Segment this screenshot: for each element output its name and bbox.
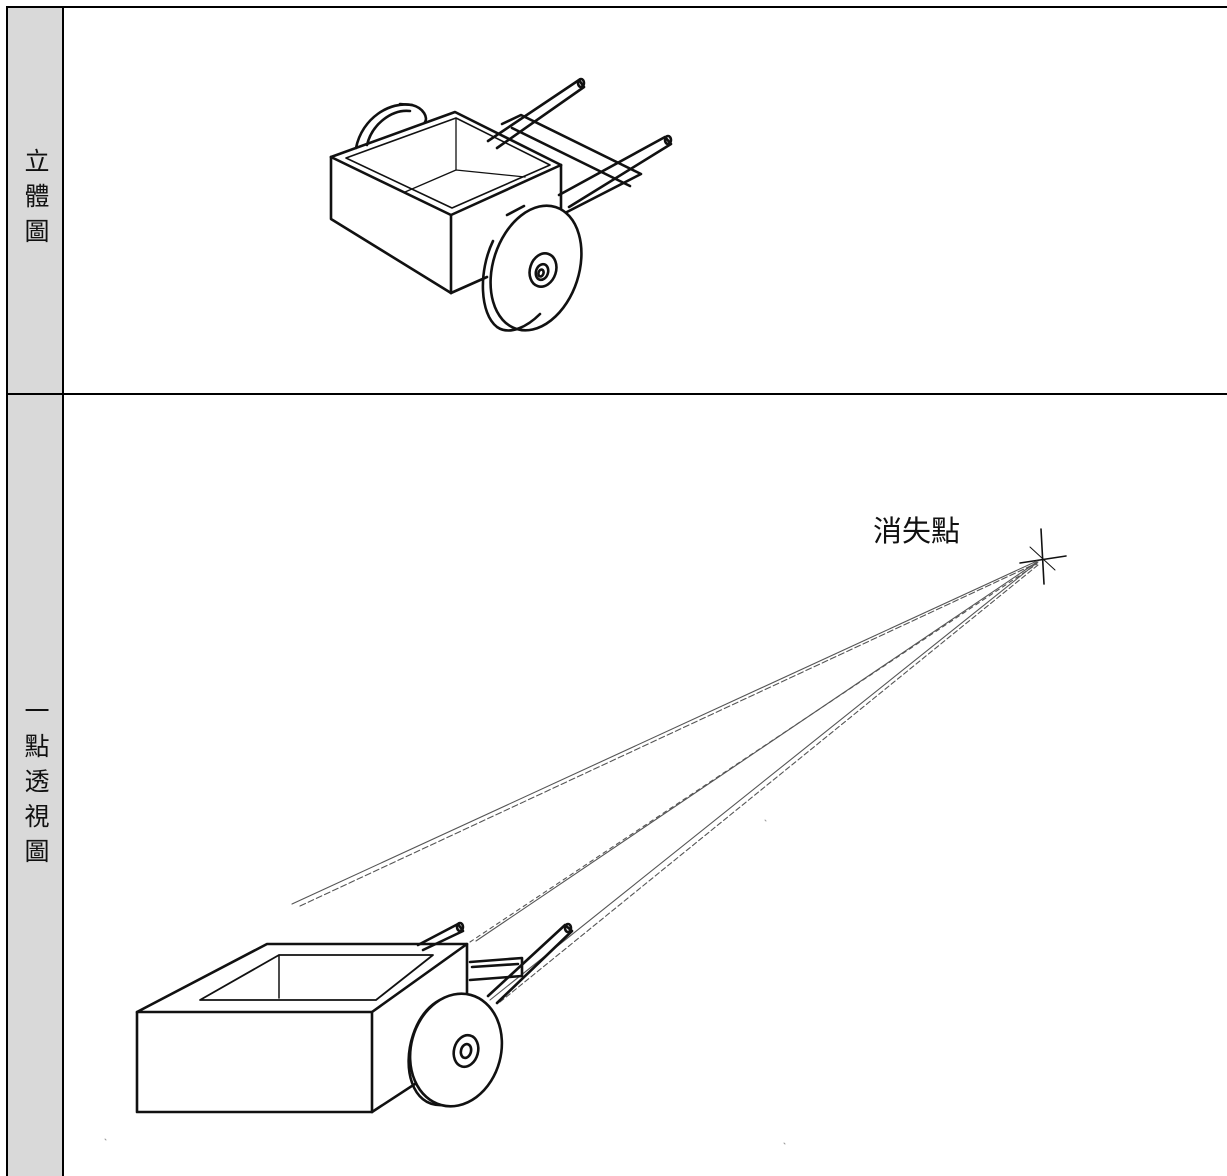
table-border-top bbox=[6, 6, 1227, 8]
row-label-cell-3d bbox=[7, 7, 63, 394]
back-handle bbox=[416, 921, 465, 952]
row-label-3d-view: 立體圖 bbox=[21, 148, 50, 253]
paper-specks bbox=[104, 819, 786, 1145]
row-label-cell-one-point bbox=[7, 394, 63, 1176]
perspective-guide-lines bbox=[291, 560, 1039, 1003]
table-border-left bbox=[6, 6, 8, 1176]
row-label-one-point-perspective: 一點透視圖 bbox=[21, 697, 50, 873]
table-row-divider bbox=[6, 393, 1227, 395]
cart-bed bbox=[500, 113, 643, 215]
front-handle bbox=[486, 922, 574, 1005]
front-wheel bbox=[481, 204, 583, 332]
vanishing-point-label: 消失點 bbox=[873, 514, 961, 548]
one-point-cart bbox=[135, 921, 574, 1114]
rear-wheel bbox=[354, 102, 428, 150]
front-handle bbox=[557, 134, 673, 209]
front-wheel bbox=[407, 992, 504, 1108]
back-handle bbox=[486, 77, 586, 150]
isometric-cart bbox=[329, 77, 673, 332]
vanishing-point-marker bbox=[1019, 528, 1067, 585]
cart-bed bbox=[468, 956, 524, 982]
cart-box bbox=[329, 110, 563, 295]
table-column-divider bbox=[62, 6, 64, 1176]
